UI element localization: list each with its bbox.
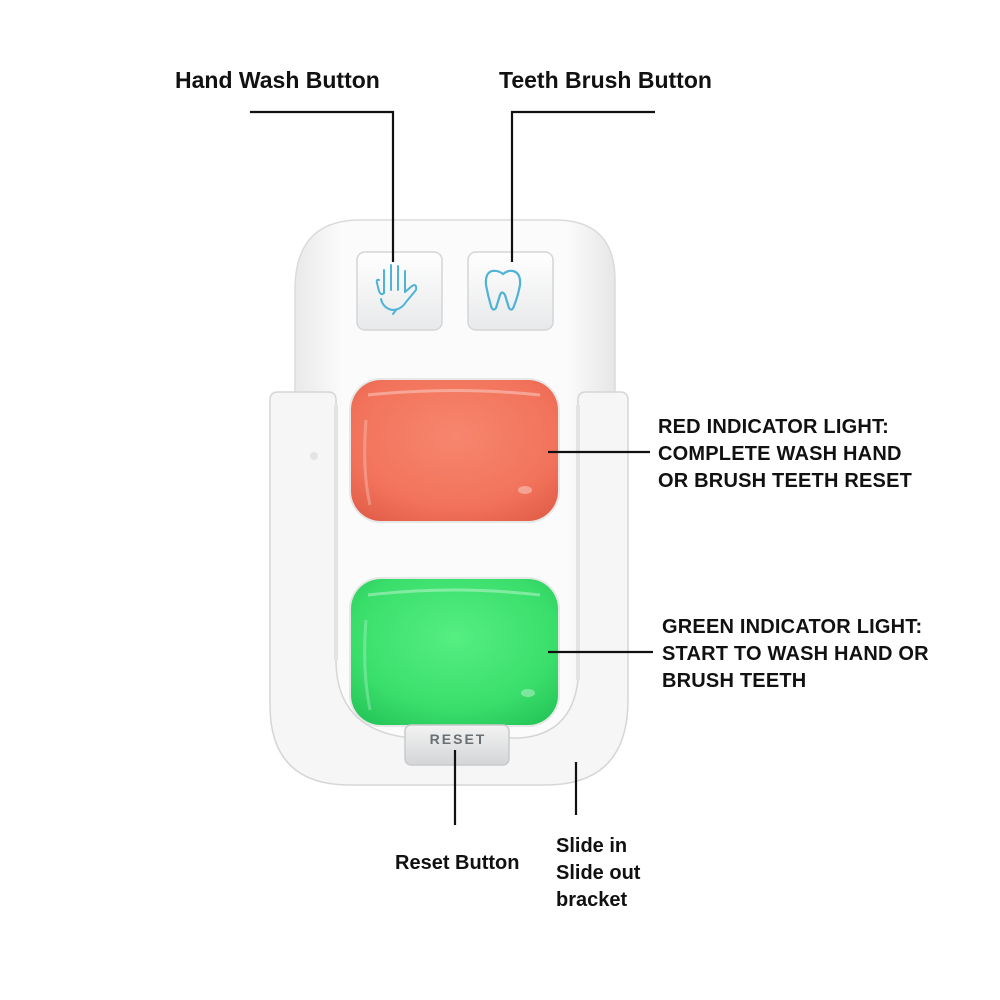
- reset-button-callout: Reset Button: [395, 850, 519, 877]
- red-callout-line-1: RED INDICATOR LIGHT:: [658, 414, 912, 441]
- red-indicator-callout: RED INDICATOR LIGHT: COMPLETE WASH HAND …: [658, 414, 912, 495]
- bracket-callout: Slide in Slide out bracket: [556, 833, 640, 914]
- bracket-callout-line-3: bracket: [556, 887, 640, 914]
- green-callout-line-2: START TO WASH HAND OR: [662, 641, 929, 668]
- bracket-callout-line-2: Slide out: [556, 860, 640, 887]
- red-callout-line-2: COMPLETE WASH HAND: [658, 441, 912, 468]
- teeth-brush-button[interactable]: [468, 252, 553, 330]
- bracket-callout-line-1: Slide in: [556, 833, 640, 860]
- hand-wash-button-callout: Hand Wash Button: [175, 67, 380, 94]
- teeth-brush-button-callout: Teeth Brush Button: [499, 67, 712, 94]
- reset-button-label: RESET: [409, 731, 507, 747]
- green-callout-line-3: BRUSH TEETH: [662, 668, 929, 695]
- green-indicator-light: [349, 577, 560, 727]
- green-callout-line-1: GREEN INDICATOR LIGHT:: [662, 614, 929, 641]
- green-indicator-callout: GREEN INDICATOR LIGHT: START TO WASH HAN…: [662, 614, 929, 695]
- red-indicator-light: [349, 378, 560, 523]
- hand-wash-button[interactable]: [357, 252, 442, 330]
- red-callout-line-3: OR BRUSH TEETH RESET: [658, 468, 912, 495]
